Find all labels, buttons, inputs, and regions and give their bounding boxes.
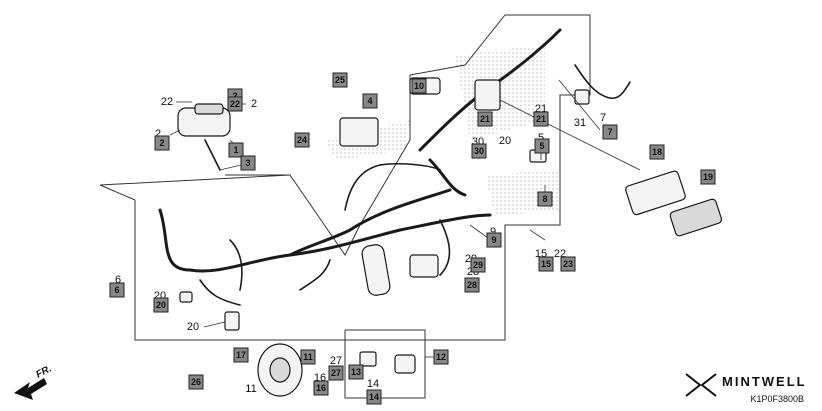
svg-text:7: 7 (607, 127, 612, 137)
svg-text:29: 29 (473, 260, 483, 270)
plain-label-14: 14 (367, 378, 379, 390)
svg-text:20: 20 (156, 300, 166, 310)
box-label-21: 21 (477, 111, 493, 127)
box-label-5: 5 (534, 138, 550, 154)
svg-text:1: 1 (233, 145, 238, 155)
connector-group (179, 77, 590, 374)
box-label-14: 14 (366, 389, 382, 405)
svg-text:15: 15 (541, 259, 551, 269)
box-label-16: 16 (313, 380, 329, 396)
assembly-frame (99, 14, 591, 399)
svg-text:26: 26 (191, 377, 201, 387)
box-label-12: 12 (433, 349, 449, 365)
box-label-20: 20 (153, 297, 169, 313)
box-label-23: 23 (560, 256, 576, 272)
svg-text:14: 14 (369, 392, 379, 402)
svg-text:18: 18 (652, 147, 662, 157)
svg-text:10: 10 (414, 81, 424, 91)
brand-name: MINTWELL (722, 374, 807, 389)
box-label-19: 19 (700, 169, 716, 185)
plain-label-20: 20 (499, 135, 511, 147)
plain-label-6: 6 (115, 274, 121, 286)
box-label-4: 4 (362, 93, 378, 109)
box-label-8: 8 (537, 191, 553, 207)
cdi-unit (625, 170, 686, 216)
leader-lines (169, 79, 641, 358)
svg-text:9: 9 (491, 235, 496, 245)
svg-text:21: 21 (480, 114, 490, 124)
svg-text:2: 2 (159, 138, 164, 148)
svg-text:19: 19 (703, 172, 713, 182)
svg-text:28: 28 (467, 280, 477, 290)
svg-text:24: 24 (297, 135, 307, 145)
svg-text:23: 23 (563, 259, 573, 269)
plain-label-20: 20 (187, 321, 199, 333)
svg-text:4: 4 (367, 96, 372, 106)
plain-label-5: 5 (538, 132, 544, 144)
plain-label-27: 27 (330, 355, 342, 367)
brand-logo-icon (685, 373, 717, 397)
box-label-13: 13 (348, 364, 364, 380)
svg-text:13: 13 (351, 367, 361, 377)
box-label-17: 17 (233, 347, 249, 363)
box-label-1: 1 (228, 142, 244, 158)
plain-label-31: 31 (574, 117, 586, 129)
svg-text:25: 25 (335, 75, 345, 85)
svg-text:27: 27 (331, 368, 341, 378)
plain-label-22: 22 (161, 96, 173, 108)
front-arrow-icon: FR. (14, 363, 54, 400)
svg-text:12: 12 (436, 352, 446, 362)
relay-block (339, 117, 379, 147)
svg-text:11: 11 (303, 352, 313, 362)
box-label-25: 25 (332, 72, 348, 88)
box-label-11: 11 (300, 349, 316, 365)
svg-text:3: 3 (245, 158, 250, 168)
svg-text:17: 17 (236, 350, 246, 360)
boxed-labels: 1 2 2 3 4 5 6 7 8 9 10 11 12 13 14 15 16… (109, 72, 716, 405)
box-label-18: 18 (649, 144, 665, 160)
box-label-27: 27 (328, 365, 344, 381)
box-label-22: 22 (227, 96, 243, 112)
box-label-10: 10 (411, 78, 427, 94)
plain-label-7: 7 (600, 112, 606, 124)
box-label-29: 29 (470, 257, 486, 273)
ignition-coil (177, 103, 231, 171)
box-label-6: 6 (109, 282, 125, 298)
box-label-24: 24 (294, 132, 310, 148)
box-label-7: 7 (602, 124, 618, 140)
plain-label-11: 11 (245, 383, 256, 395)
part-code: K1P0F3800B (750, 394, 804, 404)
svg-text:16: 16 (316, 383, 326, 393)
battery-cable-sleeve (361, 244, 391, 296)
svg-text:30: 30 (474, 146, 484, 156)
box-label-21: 21 (533, 111, 549, 127)
box-label-3: 3 (240, 155, 256, 171)
svg-text:6: 6 (114, 285, 119, 295)
box-label-2: 2 (154, 135, 170, 151)
regulator-unit (669, 198, 723, 237)
box-label-26: 26 (188, 374, 204, 390)
box-label-15: 15 (538, 256, 554, 272)
svg-text:5: 5 (539, 141, 544, 151)
box-label-30: 30 (471, 143, 487, 159)
box-label-28: 28 (464, 277, 480, 293)
svg-text:22: 22 (230, 99, 240, 109)
plain-label-2: 2 (155, 128, 161, 140)
svg-text:21: 21 (536, 114, 546, 124)
svg-text:2: 2 (232, 91, 237, 101)
box-label-9: 9 (486, 232, 502, 248)
svg-text:8: 8 (542, 194, 547, 204)
plain-label-9: 9 (490, 226, 496, 238)
horn (257, 343, 303, 397)
front-arrow-label: FR. (34, 363, 53, 380)
plain-label-2: 2 (251, 98, 257, 110)
